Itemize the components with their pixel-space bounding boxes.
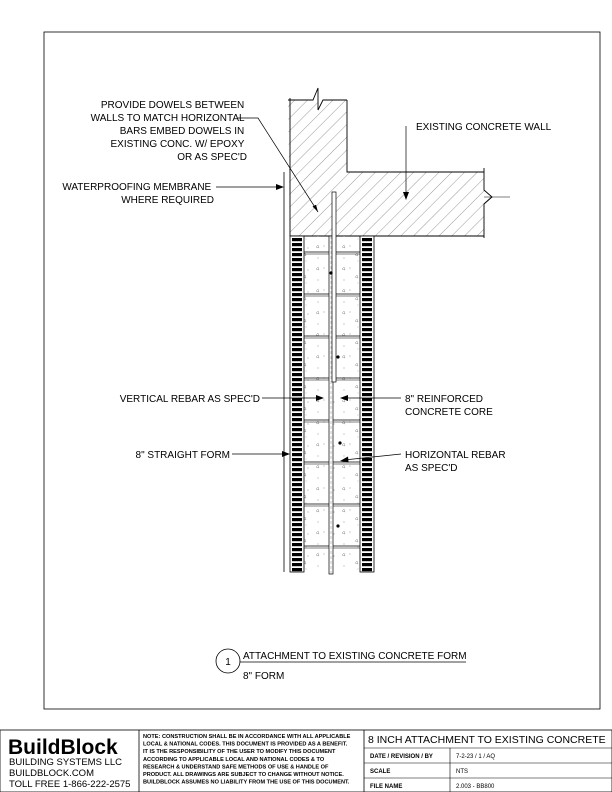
dowel [331,191,337,383]
label-horizontal-rebar: HORIZONTAL REBAR AS SPEC'D [405,450,508,474]
row-value-file: 2.003 - BB800 [456,784,495,790]
existing-concrete-wall [288,87,510,238]
vertical-rebar [328,235,334,575]
company-name: BUILDING SYSTEMS LLC [9,757,122,768]
label-dowels: PROVIDE DOWELS BETWEEN WALLS TO MATCH HO… [91,100,247,163]
label-reinforced-core: 8" REINFORCED CONCRETE CORE [405,394,493,418]
row-label-file: FILE NAME [370,784,402,790]
leader-arrowheads [276,184,409,463]
drawing-border [43,31,601,710]
detail-subtitle: 8" FORM [243,671,284,682]
detail-callout: 1 ATTACHMENT TO EXISTING CONCRETE FORM 8… [215,648,467,682]
label-straight-form: 8" STRAIGHT FORM [136,450,230,461]
row-label-date: DATE / REVISION / BY [370,754,433,760]
company-phone: TOLL FREE 1-866-222-2575 [9,779,130,790]
brand-logo: BuildBlock [8,736,118,759]
leader-lines [216,117,407,461]
label-vertical-rebar: VERTICAL REBAR AS SPEC'D [120,394,260,405]
detail-title: ATTACHMENT TO EXISTING CONCRETE FORM [243,651,467,662]
row-value-date: 7-2-23 / 1 / AQ [456,754,495,760]
rebar-dots [329,271,342,528]
label-existing-wall: EXISTING CONCRETE WALL [416,122,552,133]
construction-note: NOTE: CONSTRUCTION SHALL BE IN ACCORDANC… [143,734,352,786]
row-label-scale: SCALE [370,769,390,775]
form-panel-right [359,235,375,573]
row-value-scale: NTS [456,769,468,775]
drawing-title: 8 INCH ATTACHMENT TO EXISTING CONCRETE [368,734,606,746]
detail-number: 1 [225,657,231,668]
company-website: BUILDBLOCK.COM [9,768,94,779]
label-waterproofing: WATERPROOFING MEMBRANE WHERE REQUIRED [62,182,214,206]
title-block: BuildBlock BUILDING SYSTEMS LLC BUILDBLO… [0,729,612,792]
form-panel-left [289,235,305,573]
